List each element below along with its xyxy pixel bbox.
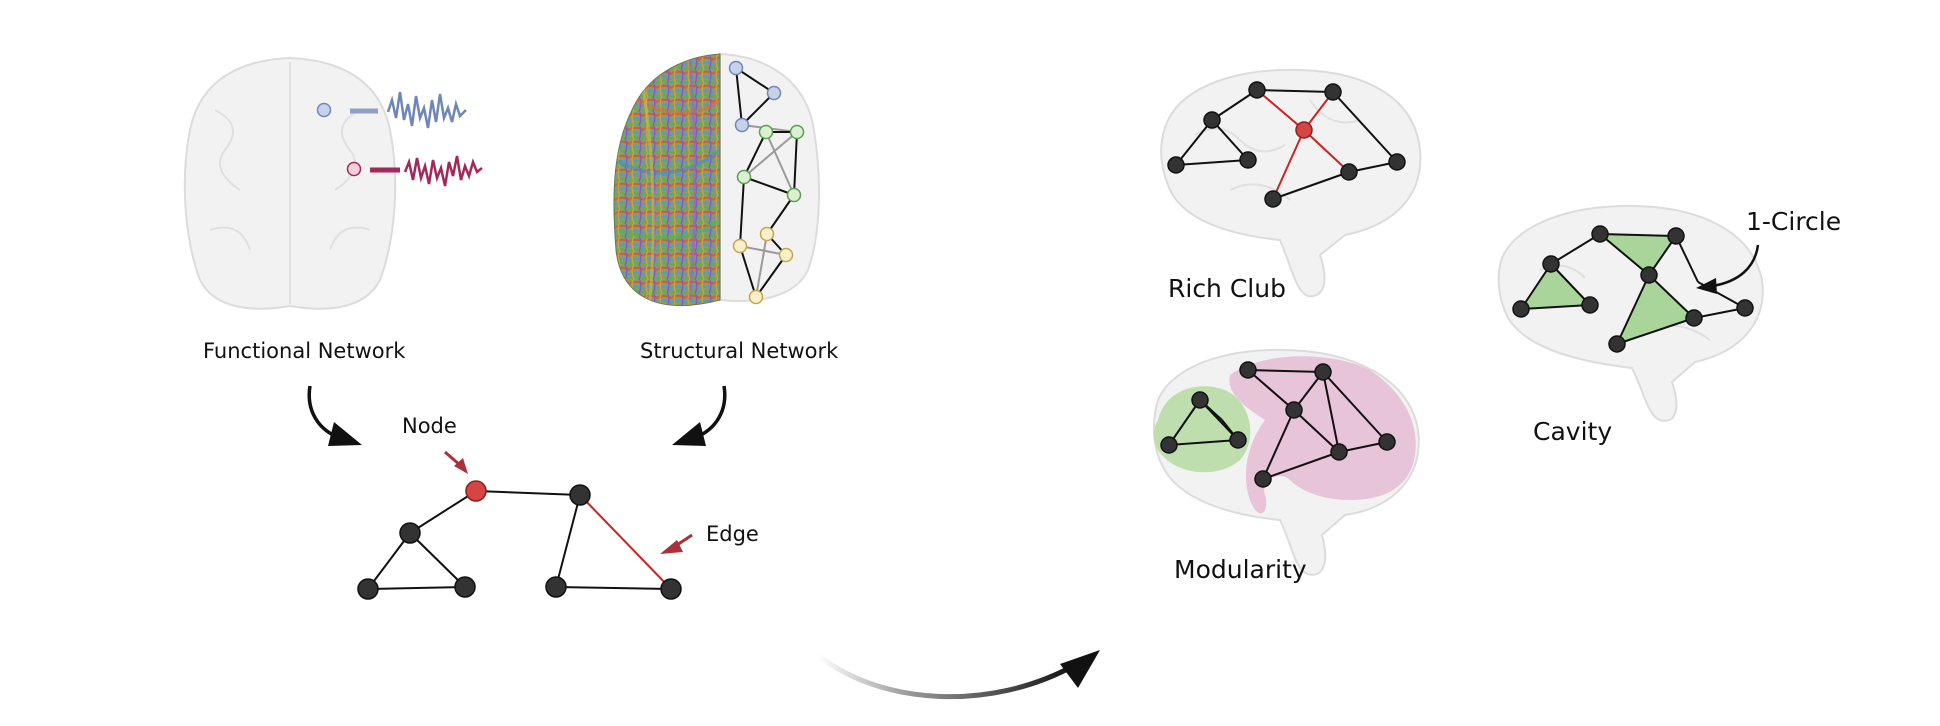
cavity-triangle-left xyxy=(1521,264,1590,309)
cavity-triangle-top xyxy=(1600,234,1676,275)
highlighted-node xyxy=(465,480,487,502)
rich-club-label: Rich Club xyxy=(1168,274,1286,303)
one-circle-pointer-arrow xyxy=(1696,244,1760,294)
structural-to-graph-arrow xyxy=(672,385,727,446)
flow-arrow xyxy=(816,650,1100,700)
signal-red-trace xyxy=(403,155,483,187)
modularity-label: Modularity xyxy=(1174,555,1307,584)
functional-network-label: Functional Network xyxy=(203,339,406,363)
structural-network-label: Structural Network xyxy=(640,339,839,363)
cavity-label: Cavity xyxy=(1533,417,1612,446)
edge-pointer-arrow xyxy=(660,533,693,554)
modularity-brain xyxy=(1152,348,1420,576)
signal-blue-trace xyxy=(386,91,467,129)
structural-brain xyxy=(613,52,821,307)
functional-to-graph-arrow xyxy=(307,385,362,446)
highlighted-edge xyxy=(579,494,672,590)
tractography-fibers xyxy=(613,53,721,307)
one-circle-label: 1-Circle xyxy=(1746,207,1841,236)
cavity-brain xyxy=(1497,204,1764,422)
rich-club-brain xyxy=(1160,68,1422,298)
network-graph xyxy=(357,480,682,600)
node-label: Node xyxy=(402,414,457,438)
functional-brain xyxy=(183,56,483,310)
electrode-red-node xyxy=(346,161,362,177)
module-green xyxy=(1153,386,1251,473)
cavity-triangle-bottom xyxy=(1617,275,1694,344)
electrode-blue-node xyxy=(316,102,332,118)
edge-label: Edge xyxy=(706,522,759,546)
node-pointer-arrow xyxy=(444,450,468,474)
